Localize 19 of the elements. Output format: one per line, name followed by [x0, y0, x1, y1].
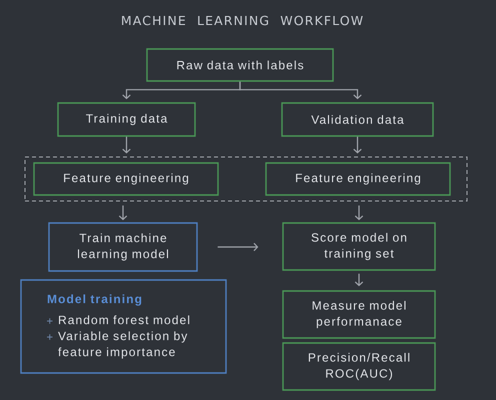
arrow: [354, 274, 364, 286]
title: MACHINE LEARNING WORKFLOW: [122, 16, 363, 26]
dashed-frame: [24, 156, 468, 202]
arrow: [118, 206, 128, 220]
process-box: Feature engineering: [265, 162, 451, 196]
process-box: Precision/Recall ROC(AUC): [282, 342, 436, 391]
process-box: Feature engineering: [33, 162, 219, 196]
process-box: Training data: [57, 102, 196, 137]
arrow: [354, 206, 364, 220]
process-box: Raw data with labels: [146, 48, 334, 82]
arrow: [122, 136, 131, 154]
arrow: [353, 136, 362, 154]
note-box: Model training Random forest model Variable selection by feature importance: [20, 279, 227, 374]
arrow: [239, 82, 362, 100]
process-box: Train machine learning model: [48, 222, 198, 272]
process-box: Validation data: [281, 102, 434, 137]
process-box: Measure model performanace: [282, 290, 436, 339]
arrow: [218, 242, 258, 252]
process-box: Score model on training set: [282, 222, 436, 271]
